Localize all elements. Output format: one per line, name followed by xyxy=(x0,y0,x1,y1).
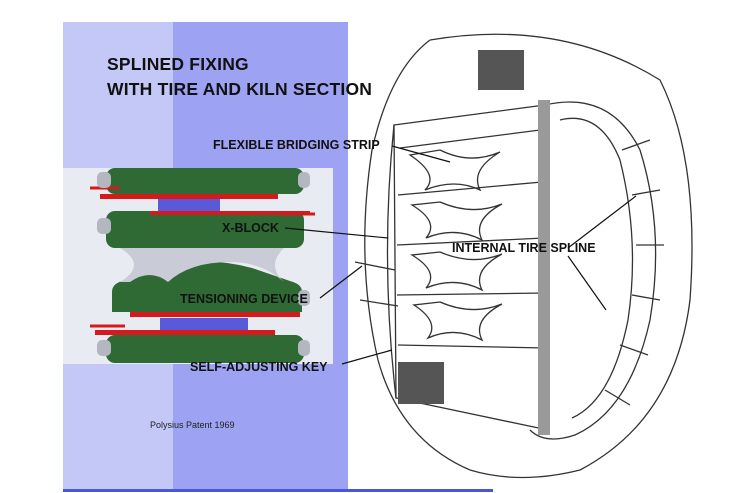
cross-section-inset xyxy=(63,168,333,364)
label-flexible-bridging-strip: FLEXIBLE BRIDGING STRIP xyxy=(213,138,380,152)
hatched-wedge-top xyxy=(478,50,524,90)
title-line-2: WITH TIRE AND KILN SECTION xyxy=(107,79,373,99)
bottom-rule xyxy=(63,489,493,492)
internal-splines xyxy=(604,139,664,406)
title-line-1: SPLINED FIXING xyxy=(107,54,249,74)
leader-tensioning xyxy=(319,265,363,299)
cap-5 xyxy=(97,340,111,356)
leader-x-block xyxy=(284,227,389,239)
patent-credit: Polysius Patent 1969 xyxy=(150,420,235,430)
insert-blue-2 xyxy=(160,318,248,332)
cap-6 xyxy=(298,340,310,356)
label-tensioning-device: TENSIONING DEVICE xyxy=(180,292,308,306)
red-strip-4 xyxy=(95,330,275,335)
cap-2 xyxy=(298,172,310,188)
green-block-1 xyxy=(106,168,304,194)
x-block-4 xyxy=(412,301,503,342)
leader-spline-1 xyxy=(567,195,637,249)
leader-key xyxy=(341,349,393,365)
leader-spline-2 xyxy=(567,255,607,311)
label-internal-tire-spline: INTERNAL TIRE SPLINE xyxy=(452,241,596,255)
leader-bridging-strip xyxy=(391,145,451,163)
hatched-wedge-bottom xyxy=(398,362,444,404)
red-strip-1 xyxy=(100,194,278,199)
hatched-edge xyxy=(538,100,550,435)
green-block-4 xyxy=(106,335,304,363)
red-strip-2 xyxy=(150,211,310,215)
label-self-adjusting-key: SELF-ADJUSTING KEY xyxy=(190,360,328,374)
tire-inner-rim-2 xyxy=(559,117,634,419)
tension-bolts xyxy=(354,261,399,307)
cap-4 xyxy=(298,290,310,306)
x-block-void xyxy=(120,248,284,282)
x-block-1 xyxy=(408,149,501,192)
x-block-3 xyxy=(410,251,503,292)
bridging-strips xyxy=(396,129,547,349)
cap-1 xyxy=(97,172,111,188)
label-x-block: X-BLOCK xyxy=(222,221,279,235)
tire-inner-rim xyxy=(529,101,657,440)
x-block-2 xyxy=(410,201,503,242)
leader-lines xyxy=(284,145,637,365)
green-block-2 xyxy=(106,211,304,248)
red-strip-3 xyxy=(130,312,300,317)
insert-blue-1 xyxy=(158,199,220,211)
tire-outer-rim xyxy=(429,33,693,479)
cap-3 xyxy=(97,218,111,234)
kiln-shell-left-edge xyxy=(386,124,397,399)
kiln-tire-drawing xyxy=(354,33,693,479)
